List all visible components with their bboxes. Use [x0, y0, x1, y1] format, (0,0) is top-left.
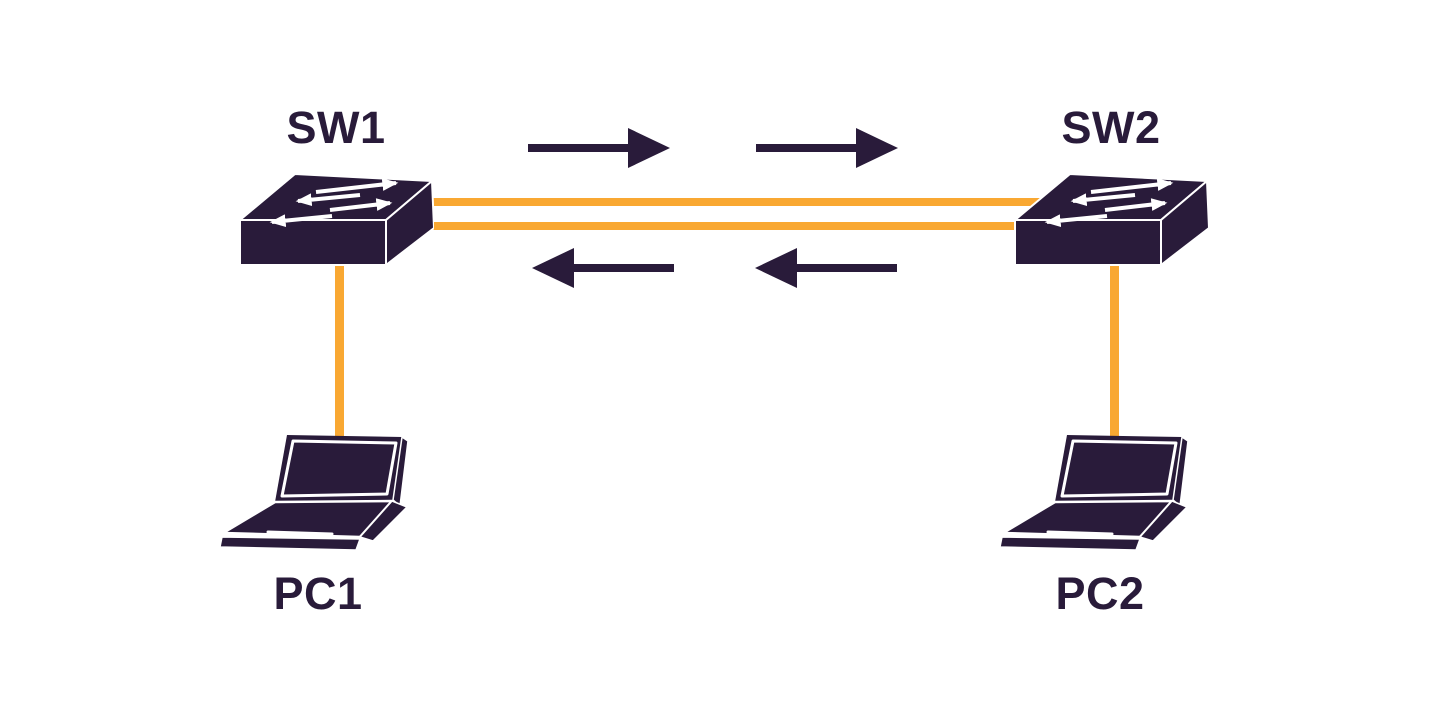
label-sw1: SW1: [286, 102, 386, 153]
flow-arrow-right-2: [756, 128, 898, 168]
access-link-sw1-pc1: [335, 255, 344, 437]
access-link-sw2-pc2: [1110, 255, 1119, 437]
flow-arrow-right-1: [528, 128, 670, 168]
laptop-body: [1000, 435, 1189, 551]
laptop-icon-pc2: [1000, 435, 1189, 551]
switch-icon-sw2: [1014, 173, 1209, 266]
laptop-body: [220, 435, 409, 551]
switch-arrows: [269, 178, 399, 228]
trunk-link-lower: [426, 222, 1046, 230]
label-sw2: SW2: [1061, 102, 1161, 153]
label-pc2: PC2: [1055, 568, 1145, 619]
label-pc1: PC1: [273, 568, 363, 619]
flow-arrow-left-2: [755, 248, 897, 288]
flow-arrow-left-1: [532, 248, 674, 288]
laptop-icon-pc1: [220, 435, 409, 551]
switch-arrows: [1044, 178, 1174, 228]
trunk-link-upper: [426, 198, 1046, 206]
switch-icon-sw1: [239, 173, 434, 266]
